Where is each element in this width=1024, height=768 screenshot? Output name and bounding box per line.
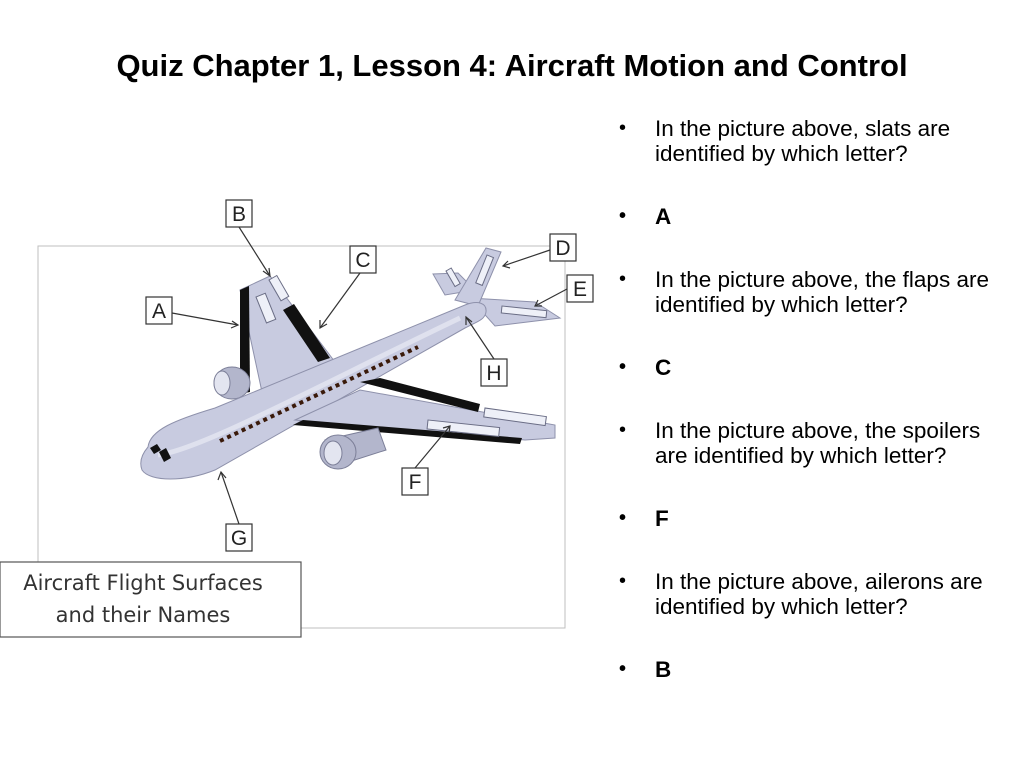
right-wing-aileron	[483, 407, 547, 427]
question-text: In the picture above, the flaps are iden…	[655, 267, 989, 317]
right-wing-flap	[293, 420, 522, 444]
answer-text: A	[655, 204, 672, 229]
bullet-dot: •	[619, 356, 627, 378]
question-ailerons: • In the picture above, ailerons are iden…	[615, 569, 1015, 619]
label-h: H	[486, 362, 501, 385]
answer-slats: •A	[615, 204, 1015, 229]
right-wing-spoiler	[426, 419, 501, 438]
label-g: G	[231, 527, 247, 550]
question-slats: • In the picture above, slats are identif…	[615, 116, 1015, 166]
left-engine-intake	[213, 370, 231, 396]
rudder-surface	[475, 254, 495, 287]
fuselage-highlight	[157, 315, 462, 458]
question-flaps: • In the picture above, the flaps are ide…	[615, 267, 1015, 317]
question-spoilers: • In the picture above, the spoilers are …	[615, 418, 1015, 468]
answer-text: F	[655, 506, 669, 531]
question-text: In the picture above, the spoilers are i…	[655, 418, 981, 468]
label-box-a: A	[145, 296, 173, 325]
label-c: C	[355, 249, 370, 272]
label-box-c: C	[349, 245, 377, 274]
leader-lines	[171, 226, 568, 525]
label-box-d: D	[549, 233, 577, 262]
bullet-dot: •	[619, 419, 627, 441]
label-e: E	[573, 278, 587, 301]
right-wing-slat	[360, 378, 480, 412]
left-wing-flap	[283, 304, 330, 362]
label-d: D	[555, 237, 570, 260]
left-wing-aileron	[268, 274, 290, 302]
bullet-dot: •	[619, 117, 627, 139]
label-box-g: G	[225, 523, 253, 552]
bullet-dot: •	[619, 507, 627, 529]
right-engine-intake	[323, 440, 343, 466]
left-wing-spoiler	[255, 292, 277, 324]
label-box-e: E	[566, 274, 594, 303]
elevator-surface	[500, 305, 548, 319]
answer-spoilers: •F	[615, 506, 1015, 531]
bullet-dot: •	[619, 205, 627, 227]
label-f: F	[409, 471, 422, 494]
bullet-dot: •	[619, 570, 627, 592]
label-box-f: F	[401, 467, 429, 496]
bullet-dot: •	[619, 658, 627, 680]
question-text: In the picture above, ailerons are ident…	[655, 569, 983, 619]
answer-flaps: •C	[615, 355, 1015, 380]
question-text: In the picture above, slats are identifi…	[655, 116, 951, 166]
caption-line-1: Aircraft Flight Surfaces	[23, 571, 263, 595]
left-wing-slat	[240, 286, 250, 394]
answer-text: B	[655, 657, 672, 682]
cockpit-window	[150, 444, 161, 454]
answer-ailerons: •B	[615, 657, 1015, 682]
slide-title: Quiz Chapter 1, Lesson 4: Aircraft Motio…	[116, 48, 908, 83]
bullet-dot: •	[619, 268, 627, 290]
aircraft-figure-svg: A B C D E F G H	[0, 199, 594, 638]
aircraft-diagram: A B C D E F G H	[0, 190, 600, 650]
figure-caption-box: Aircraft Flight Surfaces and their Names	[0, 561, 302, 638]
answer-text: C	[655, 355, 672, 380]
label-box-b: B	[225, 199, 253, 228]
cockpit-window-2	[159, 448, 171, 462]
label-box-h: H	[480, 358, 508, 387]
label-b: B	[232, 203, 246, 226]
quiz-bullet-list: • In the picture above, slats are identif…	[615, 116, 1015, 720]
label-a: A	[152, 300, 166, 323]
left-elevator-surface	[445, 267, 461, 288]
caption-line-2: and their Names	[56, 603, 231, 627]
